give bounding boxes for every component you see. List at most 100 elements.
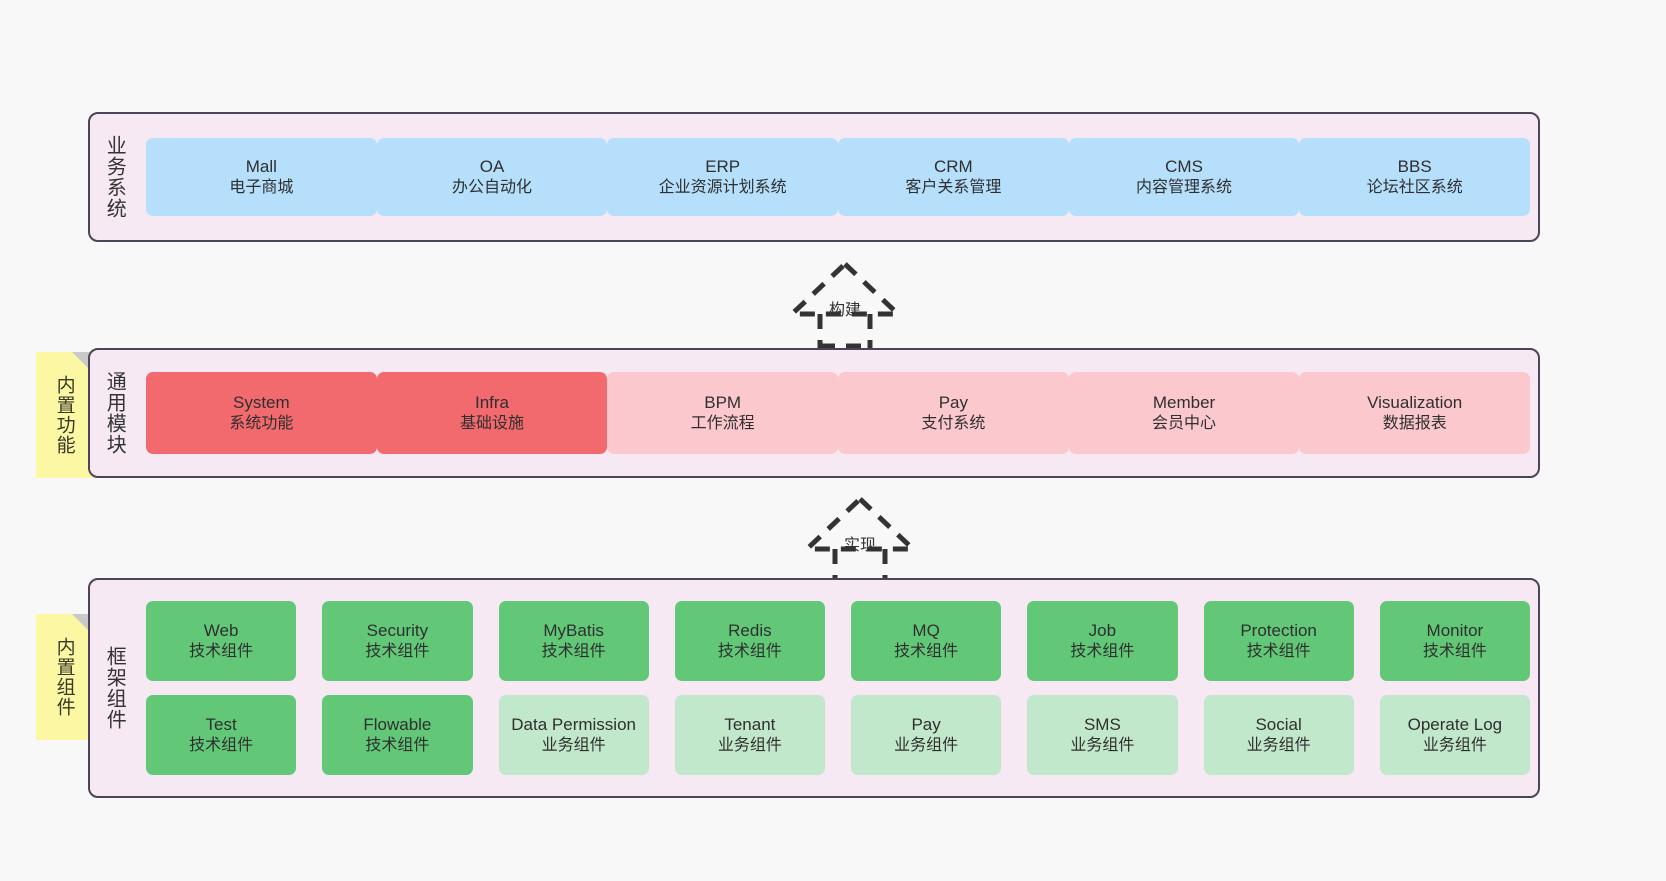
card-name: CMS bbox=[1165, 156, 1203, 176]
card-name: Pay bbox=[911, 714, 941, 734]
connector-build-label: 构建 bbox=[828, 302, 862, 319]
card-desc: 企业资源计划系统 bbox=[658, 178, 787, 196]
module-card-member[interactable]: Member 会员中心 bbox=[1068, 372, 1300, 454]
framework-card-social[interactable]: Social 业务组件 bbox=[1203, 695, 1354, 775]
framework-card-flowable[interactable]: Flowable 技术组件 bbox=[322, 695, 473, 775]
connector-build: 构建 bbox=[750, 258, 940, 349]
card-desc: 会员中心 bbox=[1152, 414, 1217, 432]
card-name: Infra bbox=[474, 392, 510, 412]
card-desc: 技术组件 bbox=[189, 642, 254, 660]
business-card-bbs[interactable]: BBS 论坛社区系统 bbox=[1299, 138, 1531, 216]
card-desc: 业务组件 bbox=[1422, 736, 1487, 754]
card-name: Data Permission bbox=[511, 714, 636, 734]
card-desc: 技术组件 bbox=[1422, 642, 1487, 660]
card-name: Redis bbox=[728, 620, 772, 640]
layer-business-system: 业务系统 Mall 电子商城 OA 办公自动化 ERP 企业资源计划系统 CRM… bbox=[88, 112, 1540, 242]
framework-card-protection[interactable]: Protection 技术组件 bbox=[1203, 601, 1354, 681]
card-desc: 技术组件 bbox=[1070, 642, 1135, 660]
module-card-infra[interactable]: Infra 基础设施 bbox=[376, 372, 608, 454]
note-fold-corner-icon bbox=[72, 352, 92, 372]
card-desc: 技术组件 bbox=[717, 642, 782, 660]
business-card-mall[interactable]: Mall 电子商城 bbox=[146, 138, 377, 216]
business-card-oa[interactable]: OA 办公自动化 bbox=[376, 138, 608, 216]
card-name: Job bbox=[1088, 620, 1117, 640]
note-label: 内置功能 bbox=[53, 375, 75, 455]
card-desc: 论坛社区系统 bbox=[1366, 178, 1463, 196]
framework-card-pay[interactable]: Pay 业务组件 bbox=[851, 695, 1002, 775]
business-card-erp[interactable]: ERP 企业资源计划系统 bbox=[607, 138, 839, 216]
card-name: Social bbox=[1255, 714, 1302, 734]
card-name: Security bbox=[366, 620, 429, 640]
framework-card-grid: Web 技术组件 Security 技术组件 MyBatis 技术组件 Redi… bbox=[138, 580, 1538, 796]
card-desc: 技术组件 bbox=[894, 642, 959, 660]
layer-framework-component: 框架组件 Web 技术组件 Security 技术组件 MyBatis 技术组件… bbox=[88, 578, 1540, 798]
card-desc: 业务组件 bbox=[541, 736, 606, 754]
card-name: Pay bbox=[938, 392, 968, 412]
framework-card-mq[interactable]: MQ 技术组件 bbox=[851, 601, 1002, 681]
card-name: BBS bbox=[1397, 156, 1432, 176]
card-desc: 电子商城 bbox=[229, 178, 294, 196]
framework-card-monitor[interactable]: Monitor 技术组件 bbox=[1379, 601, 1530, 681]
framework-row-business: Test 技术组件 Flowable 技术组件 Data Permission … bbox=[146, 695, 1530, 775]
connector-implement: 实现 bbox=[765, 493, 955, 584]
module-card-system[interactable]: System 系统功能 bbox=[146, 372, 377, 454]
card-desc: 技术组件 bbox=[541, 642, 606, 660]
card-name: Monitor bbox=[1426, 620, 1484, 640]
build-arrow-icon bbox=[785, 260, 905, 349]
card-desc: 基础设施 bbox=[460, 414, 525, 432]
framework-card-mybatis[interactable]: MyBatis 技术组件 bbox=[498, 601, 649, 681]
card-name: Tenant bbox=[724, 714, 776, 734]
card-desc: 技术组件 bbox=[189, 736, 254, 754]
module-card-pay[interactable]: Pay 支付系统 bbox=[838, 372, 1069, 454]
framework-card-sms[interactable]: SMS 业务组件 bbox=[1027, 695, 1178, 775]
note-label: 内置组件 bbox=[53, 637, 75, 717]
business-card-cms[interactable]: CMS 内容管理系统 bbox=[1068, 138, 1300, 216]
card-name: Visualization bbox=[1367, 392, 1463, 412]
card-name: Test bbox=[205, 714, 237, 734]
card-name: MyBatis bbox=[543, 620, 604, 640]
note-builtin-function: 内置功能 bbox=[36, 352, 92, 478]
card-desc: 业务组件 bbox=[894, 736, 959, 754]
card-name: SMS bbox=[1083, 714, 1121, 734]
business-card-crm[interactable]: CRM 客户关系管理 bbox=[838, 138, 1069, 216]
card-desc: 客户关系管理 bbox=[905, 178, 1002, 196]
card-desc: 业务组件 bbox=[1070, 736, 1135, 754]
framework-card-data-permission[interactable]: Data Permission 业务组件 bbox=[498, 695, 649, 775]
card-name: Protection bbox=[1240, 620, 1317, 640]
card-name: System bbox=[232, 392, 290, 412]
note-fold-corner-icon bbox=[72, 614, 92, 634]
layer-label-framework-component: 框架组件 bbox=[103, 646, 126, 730]
card-name: MQ bbox=[912, 620, 940, 640]
card-name: CRM bbox=[933, 156, 973, 176]
module-card-visualization[interactable]: Visualization 数据报表 bbox=[1299, 372, 1531, 454]
framework-card-test[interactable]: Test 技术组件 bbox=[146, 695, 297, 775]
framework-row-tech: Web 技术组件 Security 技术组件 MyBatis 技术组件 Redi… bbox=[146, 601, 1530, 681]
layer-label-common-module: 通用模块 bbox=[103, 371, 126, 455]
framework-card-security[interactable]: Security 技术组件 bbox=[322, 601, 473, 681]
card-desc: 业务组件 bbox=[717, 736, 782, 754]
card-desc: 技术组件 bbox=[1246, 642, 1311, 660]
connector-implement-label: 实现 bbox=[843, 537, 877, 554]
module-card-row: System 系统功能 Infra 基础设施 BPM 工作流程 Pay 支付系统… bbox=[138, 350, 1538, 476]
framework-card-operate-log[interactable]: Operate Log 业务组件 bbox=[1379, 695, 1530, 775]
business-card-row: Mall 电子商城 OA 办公自动化 ERP 企业资源计划系统 CRM 客户关系… bbox=[138, 114, 1538, 240]
card-name: BPM bbox=[704, 392, 742, 412]
card-desc: 技术组件 bbox=[365, 736, 430, 754]
card-name: ERP bbox=[705, 156, 741, 176]
framework-card-redis[interactable]: Redis 技术组件 bbox=[674, 601, 825, 681]
card-desc: 业务组件 bbox=[1246, 736, 1311, 754]
framework-card-tenant[interactable]: Tenant 业务组件 bbox=[674, 695, 825, 775]
card-desc: 技术组件 bbox=[365, 642, 430, 660]
card-name: OA bbox=[479, 156, 505, 176]
layer-common-module: 通用模块 System 系统功能 Infra 基础设施 BPM 工作流程 Pay… bbox=[88, 348, 1540, 478]
module-card-bpm[interactable]: BPM 工作流程 bbox=[607, 372, 839, 454]
card-name: Operate Log bbox=[1407, 714, 1503, 734]
card-desc: 内容管理系统 bbox=[1136, 178, 1233, 196]
card-name: Member bbox=[1152, 392, 1216, 412]
framework-card-web[interactable]: Web 技术组件 bbox=[146, 601, 297, 681]
framework-card-job[interactable]: Job 技术组件 bbox=[1027, 601, 1178, 681]
card-desc: 支付系统 bbox=[921, 414, 986, 432]
card-desc: 系统功能 bbox=[229, 414, 294, 432]
card-name: Web bbox=[203, 620, 239, 640]
card-desc: 工作流程 bbox=[690, 414, 755, 432]
